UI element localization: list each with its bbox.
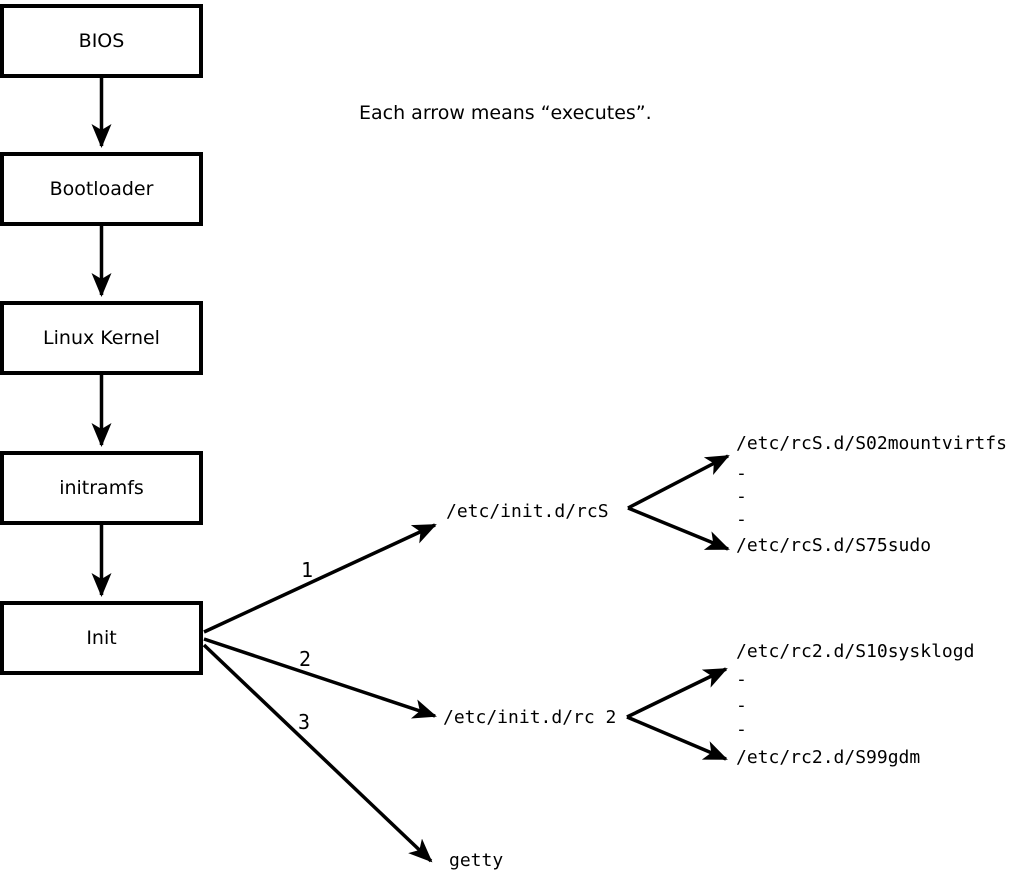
initramfs-label: initramfs: [59, 476, 144, 499]
branch-number-2: 2: [299, 647, 312, 671]
rcs-child-s75sudo: /etc/rcS.d/S75sudo: [736, 535, 932, 556]
linux-kernel-label: Linux Kernel: [43, 326, 160, 349]
rc2-child-dash-3: -: [736, 719, 747, 740]
arrow-init-to-rcs: [203, 523, 437, 634]
arrow-rc2-to-s10sysklogd: [626, 667, 728, 719]
branch-number-1: 1: [301, 558, 314, 582]
arrow-init-to-getty: [202, 643, 433, 863]
init-label: Init: [86, 626, 117, 649]
rc2-child-dash-2: -: [736, 695, 747, 716]
bootloader-box: Bootloader: [0, 152, 203, 226]
init-box: Init: [0, 601, 203, 675]
arrow-rcs-to-s02mountvirtfs: [627, 454, 730, 510]
bios-box: BIOS: [0, 4, 203, 78]
rcs-child-dash-2: -: [736, 486, 747, 507]
arrow-init-to-rc2: [203, 637, 437, 719]
arrow-rcs-to-s75sudo: [627, 506, 730, 551]
bios-label: BIOS: [78, 29, 125, 52]
rcs-child-dash-1: -: [736, 463, 747, 484]
branch-number-3: 3: [298, 710, 311, 734]
rcs-child-s02mountvirtfs: /etc/rcS.d/S02mountvirtfs: [736, 433, 1007, 454]
caption: Each arrow means “executes”.: [359, 102, 652, 124]
branch-target-getty: getty: [449, 850, 504, 871]
branch-target-rc2: /etc/init.d/rc 2: [443, 707, 617, 728]
linux-kernel-box: Linux Kernel: [0, 301, 203, 375]
branch-target-rcs: /etc/init.d/rcS: [446, 501, 609, 522]
rcs-child-dash-3: -: [736, 509, 747, 530]
bootloader-label: Bootloader: [49, 177, 154, 200]
initramfs-box: initramfs: [0, 451, 203, 525]
rc2-child-s10sysklogd: /etc/rc2.d/S10sysklogd: [736, 641, 975, 662]
arrow-rc2-to-s99gdm: [626, 715, 728, 761]
rc2-child-dash-1: -: [736, 669, 747, 690]
rc2-child-s99gdm: /etc/rc2.d/S99gdm: [736, 747, 921, 768]
